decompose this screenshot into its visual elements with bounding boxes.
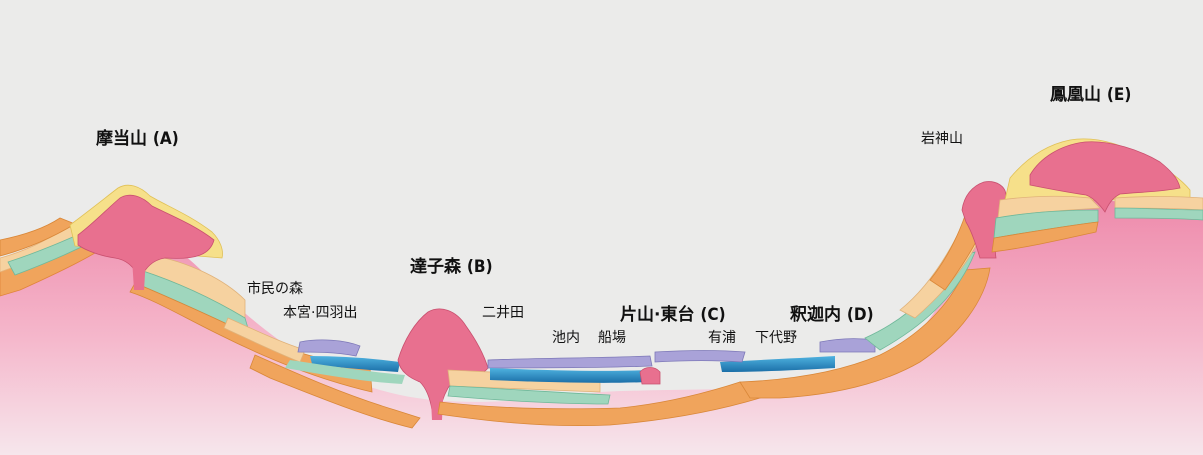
label-tatsukomori-name: 達子森 (410, 257, 461, 277)
central-blue-layer-2 (720, 356, 835, 372)
label-funaba: 船場 (598, 330, 626, 346)
label-katayama: 片山·東台 (C) (620, 300, 726, 325)
label-niida: 二井田 (482, 305, 524, 321)
label-ariura: 有浦 (708, 330, 736, 346)
houousan-east-green (1114, 207, 1203, 221)
basin-lilac-left (297, 339, 361, 357)
label-shakanai-code: (D) (846, 305, 874, 325)
label-iwagamiyama: 岩神山 (921, 131, 963, 147)
basement-rock (0, 199, 1203, 455)
houousan-orange-layer (991, 221, 1099, 253)
label-mantoyama-code: (A) (152, 129, 179, 149)
right-orange-layer-lower (739, 267, 991, 399)
central-lilac-layer-2 (654, 350, 746, 363)
label-shimodaino: 下代野 (755, 330, 797, 346)
label-ikeuchi: 池内 (552, 330, 580, 346)
mantoyama-dike (132, 258, 146, 290)
label-katayama-code: (C) (700, 305, 726, 325)
houousan-peak (1029, 141, 1181, 213)
basin-blue-left (310, 356, 400, 372)
mantoyama-east-orange-lower (249, 354, 421, 429)
label-honmiya: 本宮·四羽出 (283, 305, 358, 321)
label-shimin-no-mori: 市民の森 (247, 281, 303, 297)
label-katayama-name: 片山·東台 (620, 305, 695, 325)
label-mantoyama-name: 摩当山 (96, 129, 147, 149)
mantoyama-peak (77, 194, 215, 279)
basin-green-left (285, 360, 405, 384)
label-houousan-name: 鳳凰山 (1050, 85, 1101, 105)
central-pink-knob (639, 367, 661, 385)
label-shakanai-name: 釈迦内 (790, 305, 841, 325)
central-green-layer (447, 385, 611, 405)
label-houousan: 鳳凰山 (E) (1050, 80, 1131, 105)
central-lilac-layer (487, 355, 653, 369)
label-tatsukomori: 達子森 (B) (410, 252, 493, 277)
label-houousan-code: (E) (1106, 85, 1132, 105)
label-tatsukomori-code: (B) (466, 257, 493, 277)
label-shakanai: 釈迦内 (D) (790, 300, 874, 325)
label-mantoyama: 摩当山 (A) (96, 124, 179, 149)
central-lilac-layer-3 (819, 338, 876, 353)
central-blue-layer (490, 368, 650, 383)
